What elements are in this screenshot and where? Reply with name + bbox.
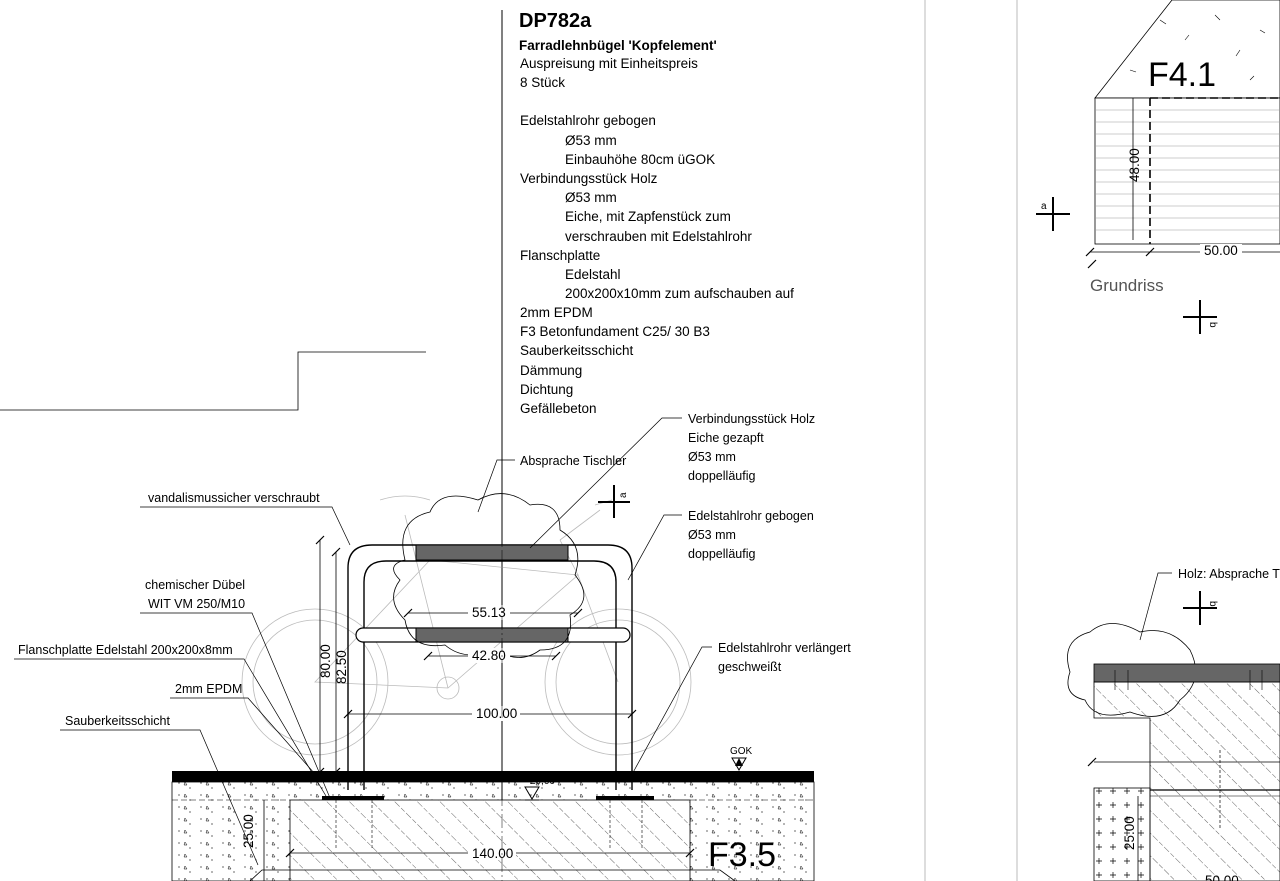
label-rohr: doppelläufig	[688, 547, 755, 561]
label-rohr: Ø53 mm	[688, 528, 736, 542]
spec-line: Eiche, mit Zapfenstück zum	[565, 209, 731, 224]
spec-line: Einbauhöhe 80cm üGOK	[565, 152, 715, 167]
foundation-section	[171, 771, 815, 881]
dim-55: 55.13	[472, 605, 506, 620]
spec-line: Dichtung	[520, 382, 573, 397]
label-verlaengert: geschweißt	[718, 660, 782, 674]
spec-line: Dämmung	[520, 363, 582, 378]
rack-labels: Absprache Tischler Verbindungsstück Holz…	[477, 412, 851, 779]
label-holz-right: Holz: Absprache T	[1178, 567, 1280, 581]
spec-line: Auspreisung mit Einheitspreis	[520, 56, 698, 71]
label-verbindung: Verbindungsstück Holz	[688, 412, 815, 426]
bike-rack	[347, 544, 633, 790]
dim-50-right: 50.00	[1205, 873, 1239, 881]
spec-code: DP782a	[519, 10, 592, 32]
spec-line: Gefällebeton	[520, 401, 597, 416]
label-grundriss: Grundriss	[1090, 276, 1164, 295]
sheet-frame	[0, 0, 1018, 881]
label-sauber: Sauberkeitsschicht	[65, 714, 170, 728]
label-verlaengert: Edelstahlrohr verlängert	[718, 641, 851, 655]
spec-line: Flanschplatte	[520, 248, 600, 263]
spec-line: Edelstahl	[565, 267, 621, 282]
spec-line: Ø53 mm	[565, 133, 617, 148]
dim-82: 82.50	[334, 650, 349, 684]
section-mark-a: a	[598, 485, 630, 518]
dim-25-right: 25.00	[1122, 816, 1137, 850]
label-flansch: Flanschplatte Edelstahl 200x200x8mm	[18, 643, 233, 657]
detail-tag-f41: F4.1	[1148, 56, 1216, 94]
spec-line: Sauberkeitsschicht	[520, 343, 634, 358]
gok-marker: GOK ±0,00	[524, 746, 753, 801]
dim-80: 80.00	[318, 644, 333, 678]
left-labels: vandalismussicher verschraubt chemischer…	[14, 491, 351, 866]
spec-line: 8 Stück	[520, 75, 565, 90]
spec-line: F3 Betonfundament C25/ 30 B3	[520, 324, 710, 339]
label-verbindung: doppelläufig	[688, 469, 755, 483]
spec-line: Ø53 mm	[565, 190, 617, 205]
label-rohr: Edelstahlrohr gebogen	[688, 509, 814, 523]
detail-tag-f35: F3.5	[708, 836, 776, 874]
spec-line: 200x200x10mm zum aufschauben auf	[565, 286, 794, 301]
spec-line: Edelstahlrohr gebogen	[520, 113, 656, 128]
section-label: b	[1207, 601, 1218, 607]
label-verbindung: Ø53 mm	[688, 450, 736, 464]
section-b: Holz: Absprache T b 25.00 50.00	[1067, 567, 1280, 881]
label-duebel: WIT VM 250/M10	[148, 597, 245, 611]
section-label: b	[1207, 322, 1218, 328]
label-absprache: Absprache Tischler	[520, 454, 626, 468]
gok-label: GOK	[730, 746, 753, 757]
section-label: a	[618, 492, 629, 498]
dim-50: 50.00	[1204, 243, 1238, 258]
label-epdm: 2mm EPDM	[175, 682, 242, 696]
spec-line: verschrauben mit Edelstahlrohr	[565, 229, 752, 244]
dim-140: 140.00	[472, 846, 513, 861]
plan-f41: F4.1 48.00 50.00 Grundriss a b	[1036, 0, 1280, 334]
spec-block: DP782a Farradlehnbügel 'Kopfelement' Aus…	[519, 10, 794, 416]
label-verbindung: Eiche gezapft	[688, 431, 764, 445]
label-vandal: vandalismussicher verschraubt	[148, 491, 320, 505]
spec-line: Verbindungsstück Holz	[520, 171, 658, 186]
spec-line: 2mm EPDM	[520, 305, 593, 320]
spec-subtitle: Farradlehnbügel 'Kopfelement'	[519, 38, 717, 53]
section-label: a	[1041, 201, 1047, 212]
revision-cloud	[393, 493, 585, 658]
label-duebel: chemischer Dübel	[145, 578, 245, 592]
dim-25: 25.00	[241, 814, 256, 848]
dim-100: 100.00	[476, 706, 517, 721]
bicycle-outline	[241, 495, 692, 756]
dimensions: 55.13 42.80 100.00 80.00 82.50 140.00 25…	[241, 535, 695, 881]
dim-42: 42.80	[472, 648, 506, 663]
level-label: ±0,00	[530, 776, 555, 787]
dim-48: 48.00	[1127, 148, 1142, 182]
